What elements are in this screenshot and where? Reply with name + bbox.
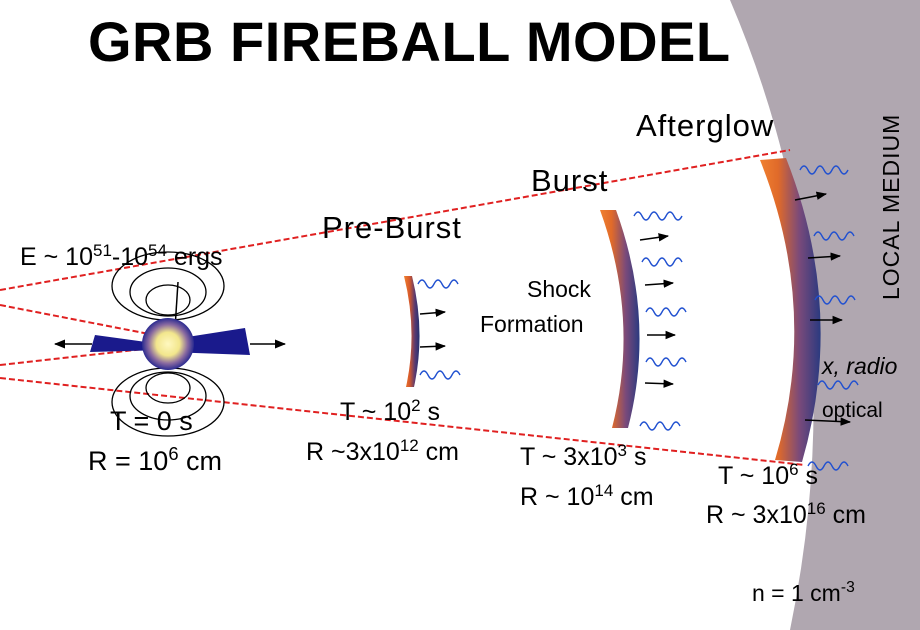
- shell-burst: [600, 210, 640, 428]
- cone-upper-left: [0, 304, 181, 341]
- shell-preburst: [404, 276, 420, 387]
- t1-time: T ~ 102 s: [340, 395, 441, 426]
- t2-time: T ~ 3x103 s: [520, 440, 647, 471]
- t3-time: T ~ 106 s: [718, 459, 819, 490]
- formation-label: Formation: [480, 311, 584, 337]
- outflow-arrows: [419, 191, 852, 426]
- t0-radius: R = 106 cm: [88, 442, 223, 476]
- emission-xradio: x, radio: [822, 353, 898, 379]
- shell-afterglow: [760, 158, 821, 462]
- local-medium-region: [730, 0, 920, 630]
- fireball-core: [142, 318, 194, 370]
- shock-label: Shock: [527, 276, 591, 302]
- label-burst: Burst: [531, 163, 609, 198]
- t2-radius: R ~ 1014 cm: [520, 480, 654, 511]
- label-preburst: Pre-Burst: [322, 210, 462, 245]
- photon-waves: [417, 165, 859, 471]
- label-afterglow: Afterglow: [636, 108, 775, 143]
- energy-label: E ~ 1051-1054 ergs: [20, 240, 223, 271]
- cone-upper-line: [0, 149, 791, 291]
- emission-optical: optical: [822, 399, 883, 422]
- diagram-title: GRB FIREBALL MODEL: [88, 10, 731, 73]
- t3-radius: R ~ 3x1016 cm: [706, 498, 866, 529]
- density-label: n = 1 cm-3: [752, 579, 855, 606]
- magnetic-field-loops: [111, 251, 225, 437]
- t1-radius: R ~3x1012 cm: [306, 435, 460, 466]
- cone-lower-left: [0, 344, 181, 366]
- local-medium-label: LOCAL MEDIUM: [878, 113, 904, 300]
- t0-time: T = 0 s: [110, 406, 193, 436]
